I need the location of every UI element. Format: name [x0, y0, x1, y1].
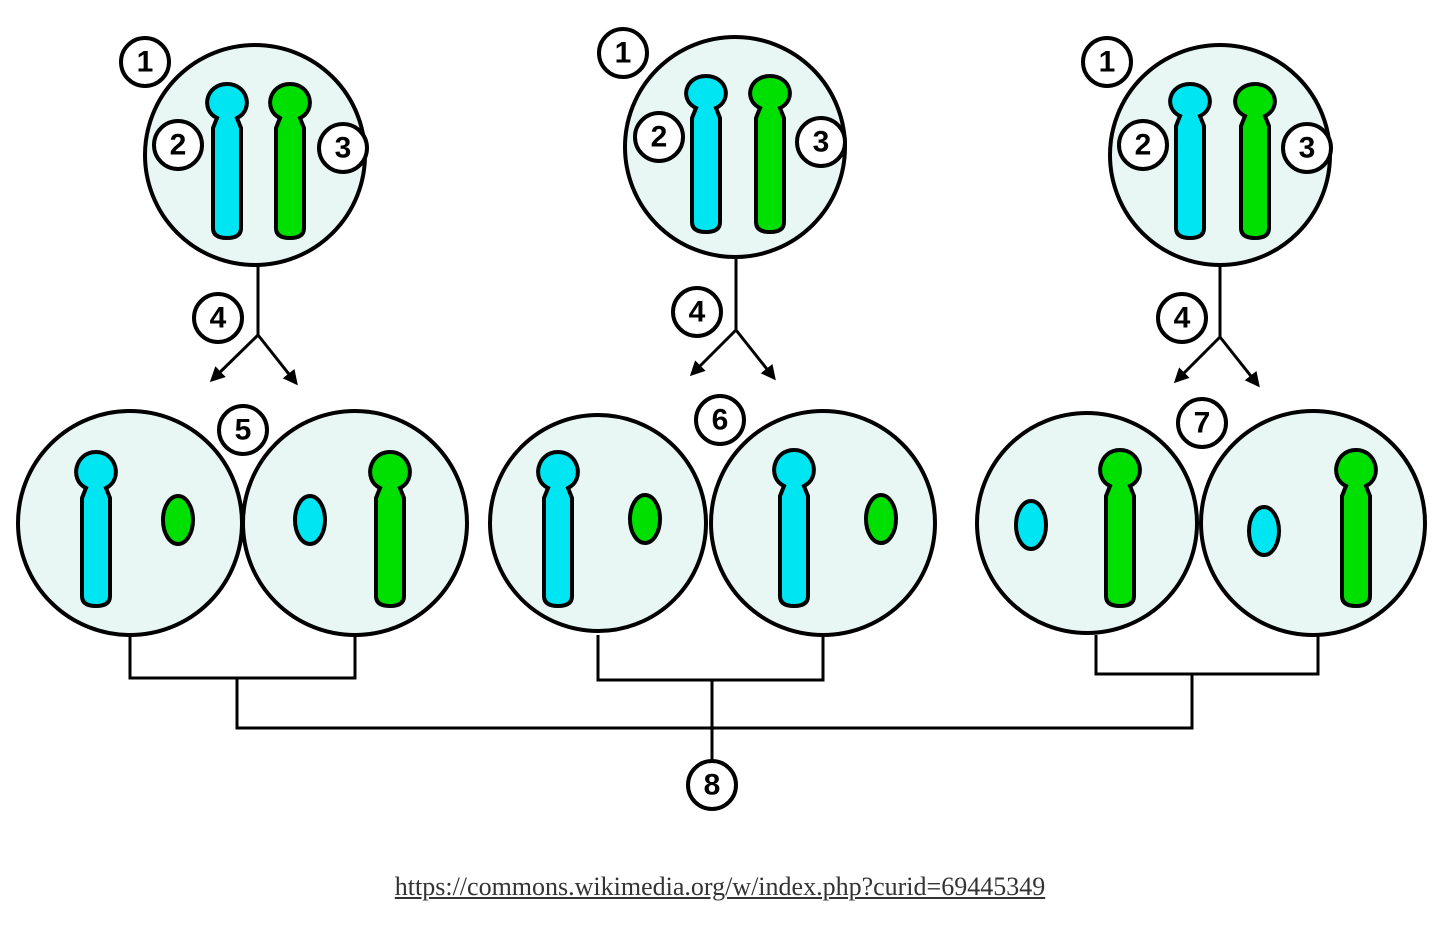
svg-text:4: 4 [689, 296, 706, 329]
svg-text:3: 3 [813, 126, 830, 159]
svg-text:1: 1 [615, 37, 632, 70]
blue-fragment [1014, 499, 1048, 551]
arrow-right [734, 329, 776, 381]
svg-text:1: 1 [1099, 46, 1116, 79]
badge-4-a: 4 [192, 292, 244, 344]
badge-5: 5 [217, 404, 269, 456]
svg-text:4: 4 [1174, 302, 1191, 335]
badge-4-c: 4 [1156, 292, 1208, 344]
badge-3-a: 3 [317, 122, 369, 174]
badge-7: 7 [1176, 397, 1228, 449]
badge-8: 8 [686, 759, 738, 811]
svg-text:7: 7 [1194, 407, 1211, 440]
svg-text:3: 3 [335, 132, 352, 165]
arrow-right [256, 334, 298, 386]
green-fragment [628, 493, 662, 545]
blue-chromosome [536, 449, 580, 609]
blue-chromosome [205, 81, 249, 241]
svg-text:6: 6 [712, 404, 729, 437]
blue-chromosome [1168, 81, 1212, 241]
badge-1-a: 1 [119, 36, 171, 88]
green-chromosome [1334, 447, 1378, 609]
green-fragment [161, 494, 195, 546]
svg-text:3: 3 [1299, 132, 1316, 165]
bracket-connectors [128, 635, 1320, 760]
badge-4-b: 4 [671, 286, 723, 338]
badge-1-c: 1 [1081, 36, 1133, 88]
arrow-left [209, 333, 260, 383]
parent-cell-c [1108, 43, 1332, 388]
svg-text:2: 2 [651, 121, 668, 154]
arrow-left [689, 328, 738, 377]
parent-cell-b [623, 35, 847, 381]
badge-3-c: 3 [1281, 122, 1333, 174]
parent-cell-a [143, 43, 367, 386]
svg-text:8: 8 [704, 769, 721, 802]
daughter-pair-5 [16, 409, 469, 637]
blue-chromosome [684, 73, 728, 235]
svg-text:5: 5 [235, 414, 252, 447]
arrow-right [1218, 336, 1260, 388]
green-chromosome [1098, 447, 1142, 609]
blue-chromosome [772, 447, 816, 609]
svg-text:2: 2 [1135, 129, 1152, 162]
green-fragment [864, 493, 898, 545]
badge-1-b: 1 [597, 27, 649, 79]
arrow-left [1173, 335, 1222, 384]
blue-fragment [1247, 505, 1281, 557]
green-chromosome [368, 449, 412, 609]
svg-text:4: 4 [210, 302, 227, 335]
badge-2-a: 2 [152, 119, 204, 171]
daughter-pair-7 [975, 409, 1427, 637]
svg-text:2: 2 [170, 129, 187, 162]
badge-6: 6 [694, 394, 746, 446]
badge-2-b: 2 [633, 111, 685, 163]
daughter-pair-6 [488, 409, 937, 637]
source-url-link[interactable]: https://commons.wikimedia.org/w/index.ph… [394, 872, 1046, 901]
badge-2-c: 2 [1117, 119, 1169, 171]
green-chromosome [748, 73, 792, 235]
blue-chromosome [74, 449, 118, 609]
blue-fragment [293, 494, 327, 546]
green-chromosome [1233, 81, 1277, 241]
badge-3-b: 3 [795, 116, 847, 168]
green-chromosome [268, 81, 312, 241]
svg-text:1: 1 [137, 46, 154, 79]
